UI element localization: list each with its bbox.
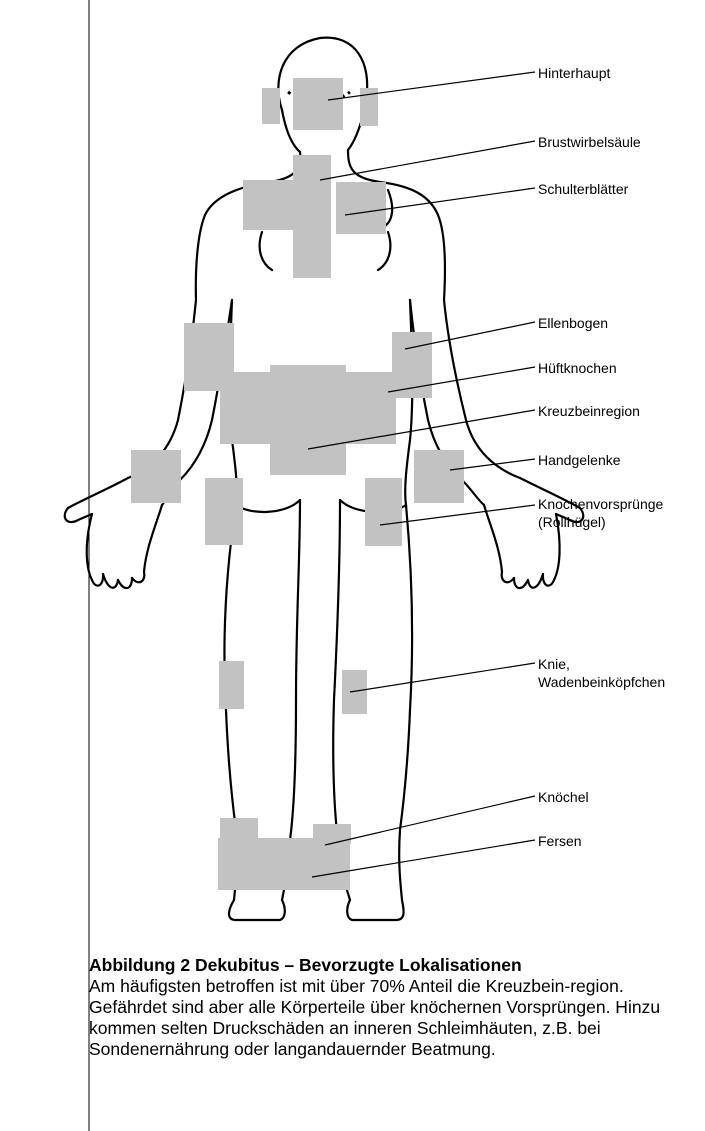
caption-title: Abbildung 2 Dekubitus – Bevorzugte Lokal… xyxy=(89,955,689,976)
label-brustwirbelsaeule: Brustwirbelsäule xyxy=(538,133,641,151)
figure-caption: Abbildung 2 Dekubitus – Bevorzugte Lokal… xyxy=(89,955,689,1060)
label-knochenvorspruenge: Knochenvorsprünge xyxy=(538,495,663,513)
label-fersen: Fersen xyxy=(538,832,582,850)
marker-sacrum xyxy=(270,365,346,475)
pressure-markers xyxy=(131,78,464,890)
marker-ankle-left xyxy=(220,818,258,838)
marker-heels xyxy=(218,838,350,890)
marker-occiput xyxy=(293,78,343,130)
marker-shoulder-blade-left xyxy=(243,180,293,230)
marker-knee-right xyxy=(342,670,367,714)
marker-spine xyxy=(293,155,331,278)
marker-shoulder-blade-right xyxy=(336,182,386,234)
caption-body: Am häufigsten betroffen ist mit über 70%… xyxy=(89,976,689,1060)
marker-hip-right xyxy=(346,372,396,444)
label-wadenbeinkoepfchen: Wadenbeinköpfchen xyxy=(538,673,665,691)
marker-hip-left xyxy=(220,372,272,444)
label-knoechel: Knöchel xyxy=(538,788,589,806)
marker-occiput-left xyxy=(262,88,280,124)
label-handgelenke: Handgelenke xyxy=(538,451,621,469)
label-kreuzbeinregion: Kreuzbeinregion xyxy=(538,402,640,420)
label-hueftknochen: Hüftknochen xyxy=(538,359,617,377)
label-hinterhaupt: Hinterhaupt xyxy=(538,64,610,82)
marker-wrist-right xyxy=(414,450,464,503)
marker-knee-left xyxy=(219,661,244,709)
marker-wrist-left xyxy=(131,450,181,503)
label-schulterblaetter: Schulterblätter xyxy=(538,180,628,198)
marker-trochanter-right xyxy=(365,478,402,546)
marker-trochanter-left xyxy=(205,478,243,545)
label-rollhuegel: (Rollhügel) xyxy=(538,513,606,531)
label-ellenbogen: Ellenbogen xyxy=(538,314,608,332)
label-knie: Knie, xyxy=(538,655,570,673)
